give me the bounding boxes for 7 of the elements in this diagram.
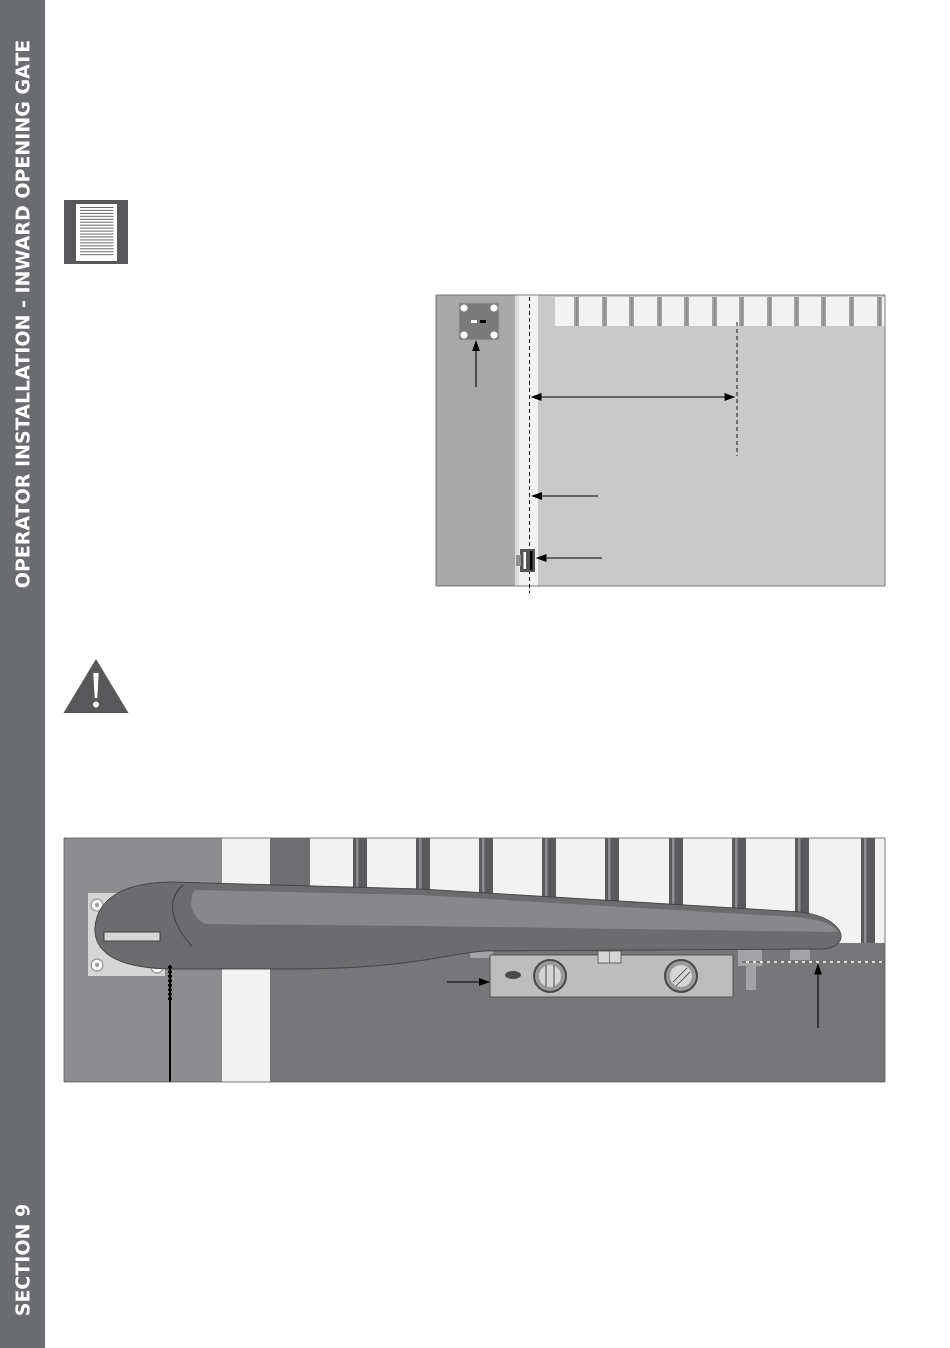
hinge [516, 549, 535, 572]
dashed-line [529, 296, 530, 594]
dashed-line [741, 961, 886, 963]
section-number: SECTION 9 [15, 1204, 30, 1315]
spirit-level [489, 950, 734, 998]
mounting-plate [458, 302, 500, 341]
section-heading: OPERATOR INSTALLATION - INWARD OPENING GATE [15, 41, 30, 588]
